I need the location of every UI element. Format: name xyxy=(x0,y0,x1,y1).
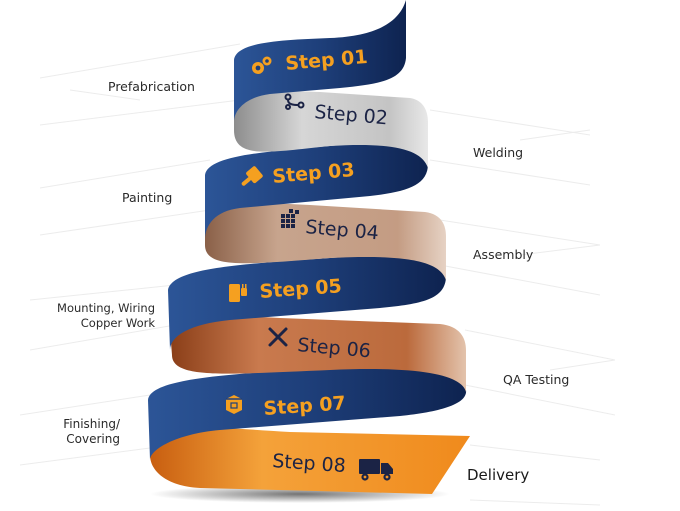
guide-lines xyxy=(19,43,616,506)
desc-step-08: Delivery xyxy=(467,466,530,484)
desc-step-07-line-2: Covering xyxy=(66,432,120,446)
desc-step-01: Prefabrication xyxy=(108,79,195,94)
step-08-label: Step 08 xyxy=(272,450,347,477)
band-step-07 xyxy=(148,366,467,460)
tools-wrench-screwdriver-icon xyxy=(268,327,288,347)
band-step-01 xyxy=(234,0,406,122)
desc-step-05: Mounting, Wiring Copper Work xyxy=(40,301,155,331)
battery-plug-icon xyxy=(229,284,247,302)
desc-step-06: QA Testing xyxy=(503,372,570,387)
band-step-04 xyxy=(205,202,446,280)
desc-step-02: Welding xyxy=(473,145,524,160)
desc-step-05-line-2: Copper Work xyxy=(80,316,155,330)
desc-step-07: Finishing/ Covering xyxy=(40,417,120,447)
band-step-03 xyxy=(205,144,428,240)
grid-blocks-icon xyxy=(281,209,299,228)
desc-step-05-line-1: Mounting, Wiring xyxy=(57,301,155,315)
band-step-05 xyxy=(168,256,446,350)
desc-step-04: Assembly xyxy=(473,247,534,262)
delivery-truck-icon xyxy=(359,459,393,481)
band-step-06 xyxy=(170,315,466,392)
desc-step-07-line-1: Finishing/ xyxy=(63,417,120,431)
box-icon xyxy=(226,395,242,414)
band-step-02 xyxy=(234,91,428,168)
gears-icon xyxy=(252,56,272,74)
desc-step-03: Painting xyxy=(122,190,173,205)
paint-brush-icon xyxy=(241,166,263,186)
workflow-nodes-icon xyxy=(284,93,305,110)
